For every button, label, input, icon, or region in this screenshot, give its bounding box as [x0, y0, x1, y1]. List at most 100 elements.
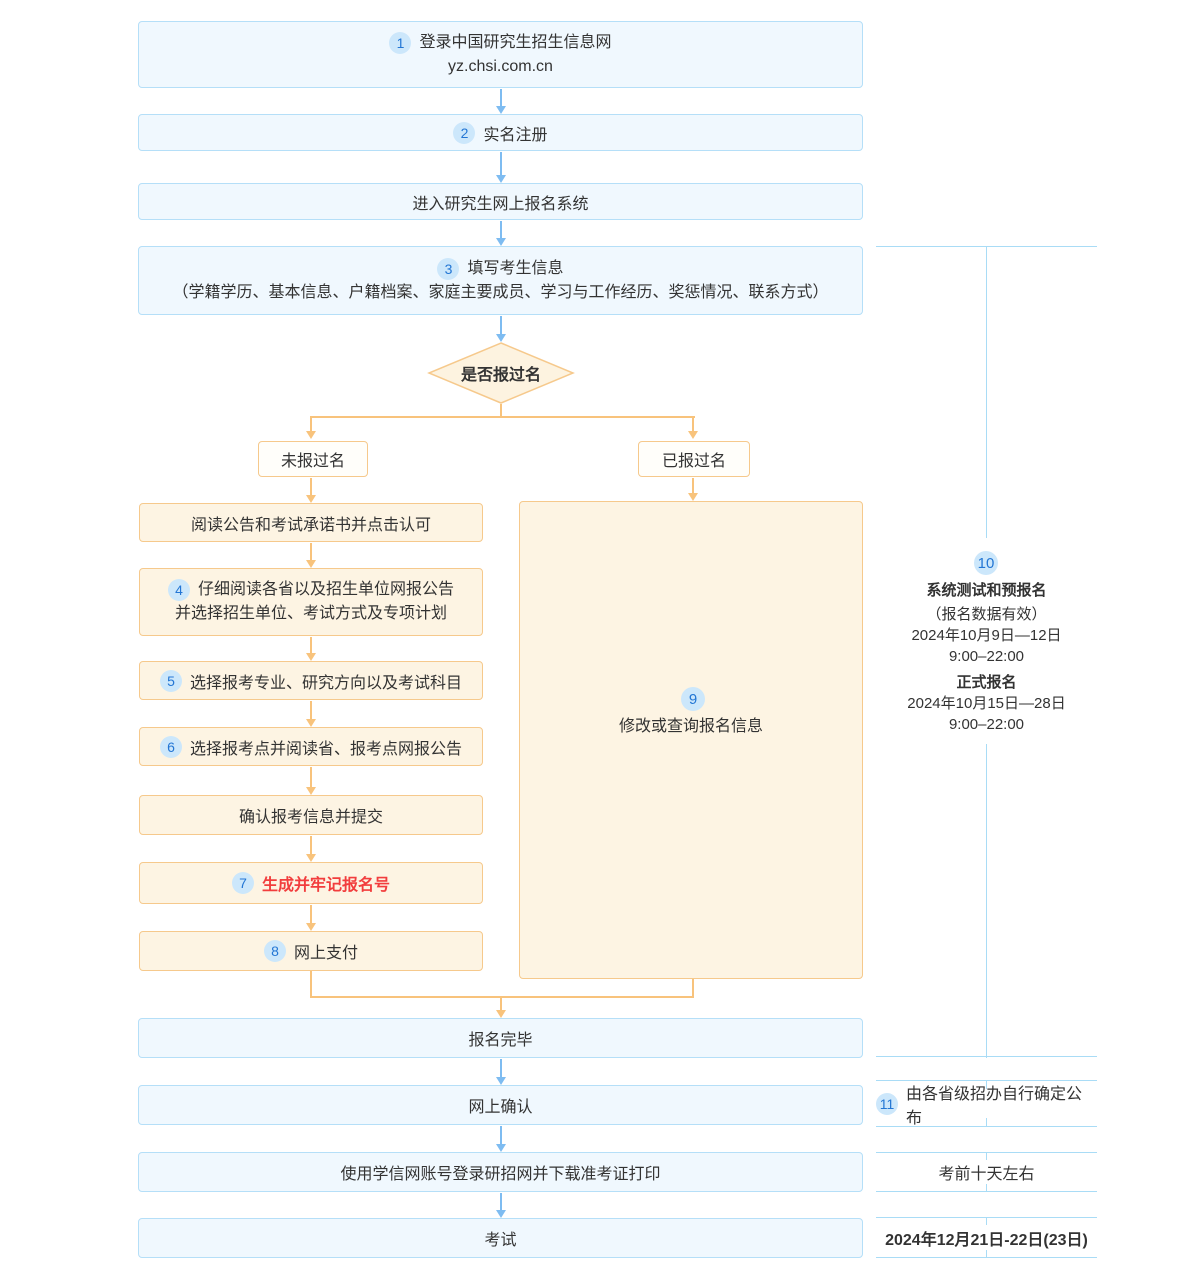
read-notice-box: 阅读公告和考试承诺书并点击认可	[139, 503, 483, 542]
flow-arrow	[500, 1059, 502, 1077]
phase1-title: 系统测试和预报名	[926, 582, 1047, 599]
confirm-submit-label: 确认报考信息并提交	[238, 809, 383, 826]
timeline-line	[986, 1218, 987, 1225]
step-4-line1: 4 仔细阅读各省以及招生单位网报公告	[167, 578, 454, 602]
step-3-box: 3 填写考生信息 （学籍学历、基本信息、户籍档案、家庭主要成员、学习与工作经历、…	[138, 246, 863, 315]
timeline-line	[986, 1118, 987, 1126]
connector-line	[310, 971, 312, 998]
connector-line	[310, 416, 695, 418]
timeline-line	[986, 247, 987, 538]
timeline-line	[986, 744, 987, 1058]
step-1-title: 登录中国研究生招生信息网	[419, 33, 612, 51]
branch-no-label: 未报过名	[280, 453, 345, 470]
step-6-box: 6 选择报考点并阅读省、报考点网报公告	[139, 727, 483, 766]
step-4-text2: 并选择招生单位、考试方式及专项计划	[174, 605, 447, 622]
step-6-badge: 6	[159, 735, 182, 758]
step-2-badge: 2	[453, 121, 476, 144]
phase1-note: （报名数据有效）	[926, 606, 1047, 623]
step-2-box: 2 实名注册	[138, 114, 863, 151]
decision-label: 是否报过名	[460, 367, 541, 384]
online-confirm-label: 网上确认	[468, 1099, 533, 1116]
finish-label: 报名完毕	[468, 1032, 533, 1049]
decision-diamond: 是否报过名	[427, 342, 575, 404]
exam-box: 考试	[138, 1218, 863, 1258]
step-5-badge: 5	[159, 669, 182, 692]
flow-arrow	[500, 316, 502, 334]
phase2-title: 正式报名	[956, 674, 1017, 691]
flow-arrow	[310, 417, 312, 431]
step-8-label: 网上支付	[293, 945, 358, 962]
step-3-line1: 3 填写考生信息	[437, 257, 564, 281]
branch-yes-box: 已报过名	[638, 441, 750, 477]
step-3-detail: （学籍学历、基本信息、户籍档案、家庭主要成员、学习与工作经历、奖惩情况、联系方式…	[172, 283, 829, 301]
timeline-line	[986, 1081, 987, 1089]
flow-arrow	[310, 701, 312, 719]
confirm-submit-box: 确认报考信息并提交	[139, 795, 483, 835]
flow-arrow	[500, 89, 502, 106]
flow-arrow	[310, 767, 312, 787]
branch-no-box: 未报过名	[258, 441, 368, 477]
download-ticket-box: 使用学信网账号登录研招网并下载准考证打印	[138, 1152, 863, 1192]
flow-arrow	[310, 836, 312, 854]
step-2-label: 实名注册	[483, 126, 548, 144]
step-3-badge: 3	[437, 257, 460, 280]
phase1-date: 2024年10月9日—12日	[911, 627, 1062, 644]
confirm-note-label: 由各省级招办自行确定公布	[906, 1085, 1083, 1127]
flow-arrow	[310, 637, 312, 653]
phase1-time: 9:00–22:00	[948, 648, 1025, 665]
flow-arrow	[310, 905, 312, 923]
flow-arrow	[310, 543, 312, 560]
step-10-badge: 10	[974, 551, 998, 575]
timeline-line	[986, 1153, 987, 1160]
step-1-line1: 1 登录中国研究生招生信息网	[389, 31, 612, 55]
step-4-box: 4 仔细阅读各省以及招生单位网报公告 并选择招生单位、考试方式及专项计划	[139, 568, 483, 636]
step-8-badge: 8	[263, 940, 286, 962]
step-1-url: yz.chsi.com.cn	[448, 57, 553, 75]
connector-line	[310, 996, 694, 998]
step-4-text1: 仔细阅读各省以及招生单位网报公告	[197, 581, 454, 598]
step-9-label: 修改或查询报名信息	[618, 718, 763, 735]
exam-label: 考试	[484, 1232, 517, 1249]
timeline-line	[986, 1250, 987, 1257]
timeline-registration-bracket: 10 系统测试和预报名 （报名数据有效） 2024年10月9日—12日 9:00…	[876, 246, 1097, 1058]
branch-yes-label: 已报过名	[661, 453, 726, 470]
step-1-badge: 1	[389, 31, 412, 54]
connector-line	[692, 979, 694, 998]
flow-arrow	[500, 998, 502, 1010]
timeline-examdate-bracket: 2024年12月21日-22日(23日)	[876, 1217, 1097, 1258]
decision-diamond-shape	[427, 342, 575, 404]
flow-arrow	[500, 221, 502, 238]
exam-date-label: 2024年12月21日-22日(23日)	[885, 1231, 1088, 1249]
step-5-box: 5 选择报考专业、研究方向以及考试科目	[139, 661, 483, 700]
step-9-badge: 9	[681, 687, 705, 711]
step-5-label: 选择报考专业、研究方向以及考试科目	[189, 674, 462, 692]
read-notice-label: 阅读公告和考试承诺书并点击认可	[190, 516, 431, 534]
phase2-date: 2024年10月15日—28日	[907, 695, 1066, 712]
step-1-box: 1 登录中国研究生招生信息网 yz.chsi.com.cn	[138, 21, 863, 88]
step-3-title: 填写考生信息	[467, 259, 564, 277]
flow-arrow	[310, 478, 312, 495]
enter-system-label: 进入研究生网上报名系统	[412, 195, 589, 213]
timeline-confirm-bracket: 11 由各省级招办自行确定公布	[876, 1080, 1097, 1127]
enter-system-box: 进入研究生网上报名系统	[138, 183, 863, 220]
step-8-box: 8 网上支付	[139, 931, 483, 971]
step-4-badge: 4	[167, 579, 190, 601]
flow-arrow	[692, 417, 694, 431]
connector-line	[500, 404, 502, 417]
timeline-ticket-bracket: 考前十天左右	[876, 1152, 1097, 1192]
download-ticket-label: 使用学信网账号登录研招网并下载准考证打印	[340, 1166, 661, 1183]
flow-arrow	[500, 1126, 502, 1144]
flow-arrow	[500, 152, 502, 175]
timeline-line	[986, 1184, 987, 1191]
step-7-badge: 7	[231, 872, 254, 894]
step-7-label: 生成并牢记报名号	[261, 877, 390, 894]
step-7-box: 7 生成并牢记报名号	[139, 862, 483, 904]
phase2-time: 9:00–22:00	[948, 716, 1025, 733]
ticket-note-label: 考前十天左右	[938, 1166, 1035, 1183]
step-6-label: 选择报考点并阅读省、报考点网报公告	[189, 740, 462, 758]
flow-arrow	[692, 478, 694, 493]
step-11-badge: 11	[876, 1092, 898, 1115]
finish-box: 报名完毕	[138, 1018, 863, 1058]
flow-arrow	[500, 1193, 502, 1210]
